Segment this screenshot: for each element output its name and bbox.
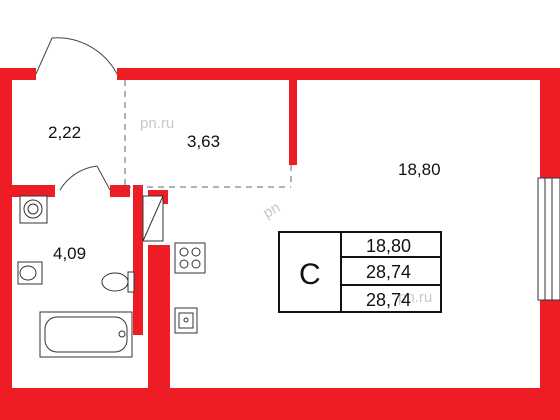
watermark-info: pn.ru [398,289,432,306]
stove [174,242,206,274]
total-area-value-2: 28,74 [366,290,411,310]
info-box [278,231,442,313]
room-area-bathroom: 4,09 [53,244,86,263]
walls [0,68,560,420]
living-area-value: 18,80 [366,236,411,256]
room-area-living: 18,80 [398,160,441,179]
window-right [537,177,560,301]
entrance-door [35,37,118,75]
wall-partition-stub [289,80,297,165]
wall-bathroom-top-right [110,185,130,197]
bathtub [39,311,133,358]
bathroom-door [59,165,111,191]
watermark-top: pn.ru [140,115,174,132]
room-area-hall: 2,22 [48,123,81,142]
zone-boundaries [124,80,292,188]
total-area-value: 28,74 [366,262,411,282]
washing-machine [19,195,48,224]
watermark-middle: pn [260,199,283,222]
washbasin [17,261,43,285]
wall-kitchen-left [148,245,170,405]
toilet [101,271,135,293]
wall-right-upper [540,68,560,178]
info-box-frame [278,231,442,313]
wall-bathroom-top-left [0,185,55,197]
apartment-type-letter: C [299,258,321,291]
wall-left [0,68,12,420]
room-area-corridor: 3,63 [187,132,220,151]
wall-bathroom-right [133,185,143,335]
kitchen-sink [174,307,198,334]
ventilation-shaft [142,195,164,242]
wall-top-right [117,68,560,80]
wall-bottom [0,388,560,420]
